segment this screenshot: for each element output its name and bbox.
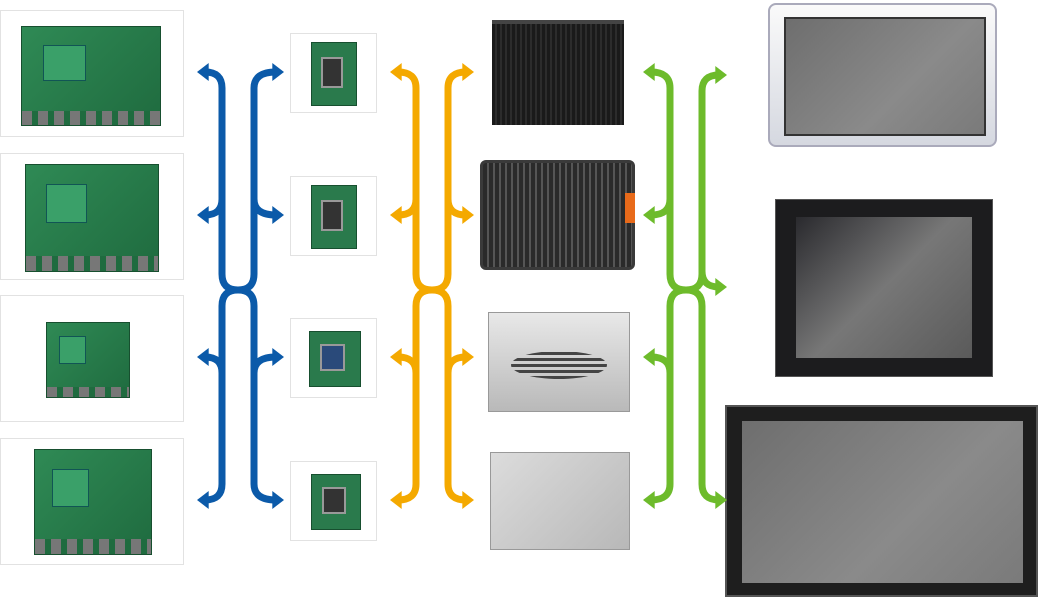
arrow-head-icon bbox=[390, 348, 402, 366]
arrow-head-icon bbox=[390, 206, 402, 224]
arrow-head-icon bbox=[272, 63, 284, 81]
module-frame-1 bbox=[290, 33, 377, 113]
orange-connector-brace bbox=[394, 68, 436, 504]
carrier-board-image bbox=[34, 449, 152, 555]
arrow-head-icon bbox=[643, 348, 655, 366]
green-connector-brace bbox=[682, 71, 723, 504]
arrow-head-icon bbox=[643, 491, 655, 509]
arrow-head-icon bbox=[197, 491, 209, 509]
arrow-head-icon bbox=[197, 63, 209, 81]
arrow-head-icon bbox=[272, 491, 284, 509]
black-square-panel bbox=[775, 199, 993, 377]
carrier-board-frame-2 bbox=[0, 153, 184, 280]
module-frame-4 bbox=[290, 461, 377, 541]
carrier-board-image bbox=[46, 322, 130, 398]
arrow-head-icon bbox=[643, 206, 655, 224]
silver-vented-system bbox=[488, 312, 630, 412]
arrow-head-icon bbox=[462, 63, 474, 81]
blue-connector-brace bbox=[234, 68, 280, 504]
module-image bbox=[311, 474, 361, 530]
arrow-head-icon bbox=[272, 348, 284, 366]
panel-screen bbox=[742, 421, 1023, 583]
arrow-head-icon bbox=[197, 206, 209, 224]
arrow-head-icon bbox=[390, 63, 402, 81]
carrier-board-frame-1 bbox=[0, 10, 184, 137]
module-frame-2 bbox=[290, 176, 377, 256]
arrow-head-icon bbox=[715, 491, 727, 509]
arrow-head-icon bbox=[643, 63, 655, 81]
module-image bbox=[311, 42, 357, 106]
carrier-board-frame-3 bbox=[0, 295, 184, 422]
arrow-head-icon bbox=[715, 278, 727, 296]
arrow-head-icon bbox=[272, 206, 284, 224]
arrow-head-icon bbox=[390, 491, 402, 509]
carrier-board-frame-4 bbox=[0, 438, 184, 565]
silver-plate-system bbox=[490, 452, 630, 550]
orange-connector-brace bbox=[428, 68, 470, 504]
arrow-head-icon bbox=[462, 348, 474, 366]
fanless-black-system bbox=[492, 20, 624, 125]
module-image bbox=[309, 331, 361, 387]
carrier-board-image bbox=[25, 164, 159, 272]
arrow-head-icon bbox=[462, 206, 474, 224]
module-frame-3 bbox=[290, 318, 377, 398]
black-system-orange-accent bbox=[480, 160, 635, 270]
silver-bezel-panel bbox=[768, 3, 997, 147]
arrow-head-icon bbox=[715, 66, 727, 84]
panel-screen bbox=[796, 217, 972, 358]
carrier-board-image bbox=[21, 26, 161, 126]
module-image bbox=[311, 185, 357, 249]
panel-screen bbox=[784, 17, 986, 136]
arrow-head-icon bbox=[462, 491, 474, 509]
arrow-head-icon bbox=[197, 348, 209, 366]
green-connector-brace bbox=[647, 68, 690, 504]
black-wide-panel bbox=[725, 405, 1038, 597]
blue-connector-brace bbox=[201, 68, 242, 504]
